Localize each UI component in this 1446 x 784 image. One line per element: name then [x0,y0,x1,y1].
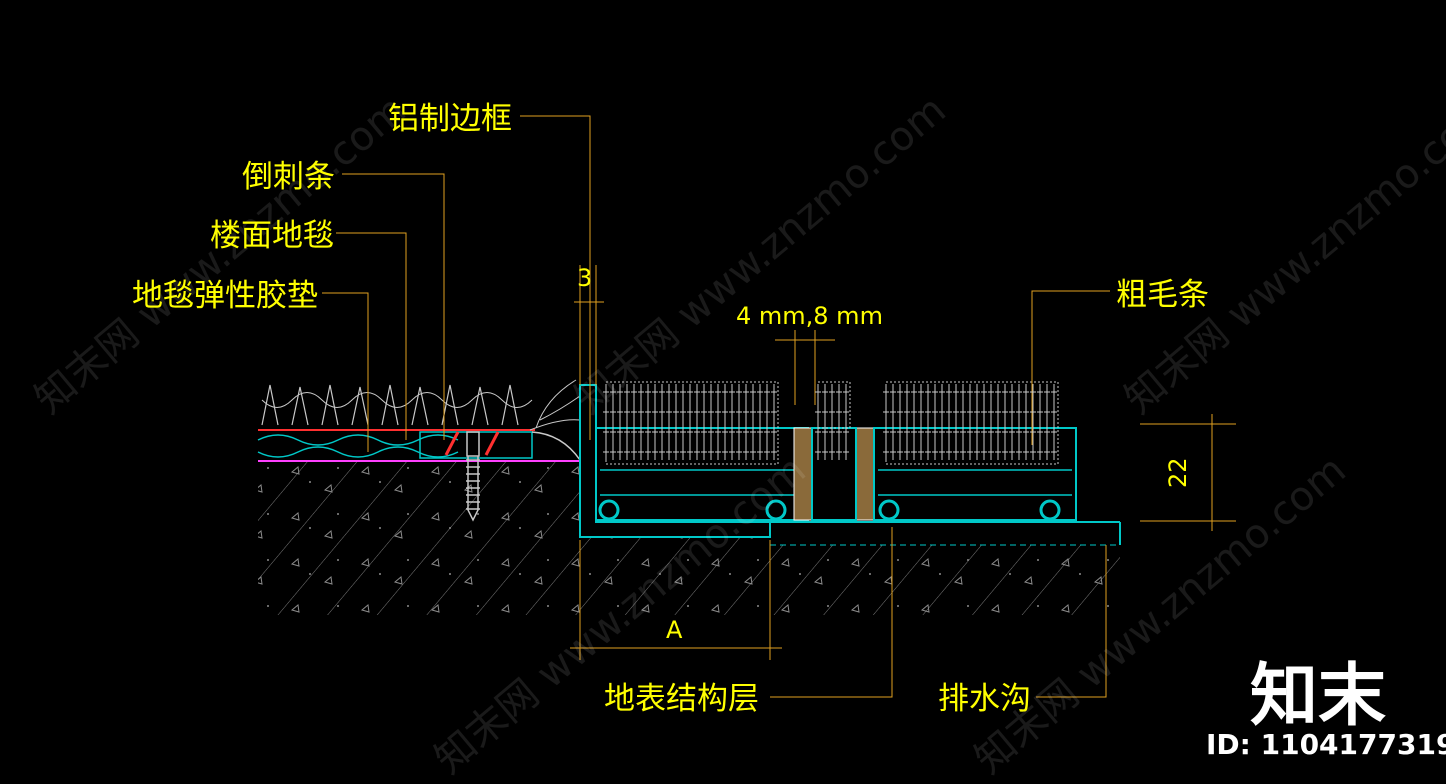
label-barb-strip: 倒刺条 [242,159,335,195]
anchor-screw [466,431,480,522]
bristle-tuft [757,384,763,460]
brand-id: ID: 1104177319 [1206,728,1446,761]
bristle-tuft [764,384,770,460]
bristle-tuft [911,384,917,460]
bristle-tuft [981,384,987,460]
bristle-tuft [988,384,994,460]
bristle-tuft [729,384,735,460]
label-floor-carpet: 楼面地毯 [210,218,334,254]
bristle-tuft [1023,384,1029,460]
bristle-tuft [1051,384,1057,460]
bristle-tuft [843,384,849,460]
bristle-tuft [967,384,973,460]
bristle-module-right [873,381,1077,521]
bristle-tuft [680,384,686,460]
bristle-tuft [624,384,630,460]
concrete-substrate [258,462,1120,615]
bristle-tuft [815,384,821,460]
center-spacer [793,381,875,521]
bristle-tuft [687,384,693,460]
bristle-tuft [736,384,742,460]
bristle-tuft [939,384,945,460]
bristle-tuft [1009,384,1015,460]
bristle-tuft [701,384,707,460]
bristle-tuft [771,384,777,460]
dimension-lines [570,265,1236,660]
bristle-tuft [708,384,714,460]
bristle-tuft [659,384,665,460]
label-aluminum-frame: 铝制边框 [388,101,512,137]
bristle-tuft [617,384,623,460]
bristle-tuft [1002,384,1008,460]
bristle-tuft [603,384,609,460]
bristle-tuft [932,384,938,460]
bristle-tuft [722,384,728,460]
bristle-tuft [904,384,910,460]
bristle-tuft [750,384,756,460]
bristle-tuft [836,384,842,460]
dim-frame-gap: 3 [577,264,593,292]
bristle-tuft [897,384,903,460]
label-carpet-pad: 地毯弹性胶垫 [132,278,318,314]
dim-width-a: A [666,616,683,644]
bristle-tuft [946,384,952,460]
bristle-tuft [890,384,896,460]
bristle-tuft [995,384,1001,460]
bristle-tuft [1044,384,1050,460]
bristle-tuft [666,384,672,460]
label-drainage-ditch: 排水沟 [938,681,1031,717]
bristle-tuft [822,384,828,460]
leader-lines [322,115,1110,698]
bristle-tuft [883,384,889,460]
bristle-tuft [652,384,658,460]
bristle-tuft [645,384,651,460]
bristle-tuft [953,384,959,460]
bristle-tuft [1016,384,1022,460]
dim-height: 22 [1164,457,1192,488]
bristle-module-left [595,381,809,521]
bristle-tuft [960,384,966,460]
brand-logo: 知末 [1250,657,1387,736]
dim-spacing: 4 mm,8 mm [736,302,883,330]
bristle-tuft [974,384,980,460]
bristle-tuft [743,384,749,460]
bristle-tuft [715,384,721,460]
bristle-tuft [1037,384,1043,460]
bristle-tuft [631,384,637,460]
carpet-layers [257,379,581,462]
bristle-tuft [673,384,679,460]
bristle-tuft [610,384,616,460]
bristle-tuft [918,384,924,460]
label-coarse-bristle: 粗毛条 [1116,277,1209,313]
bristle-tuft [638,384,644,460]
bristle-tuft [694,384,700,460]
bristle-tuft [925,384,931,460]
label-ground-structure: 地表结构层 [604,681,759,717]
bristle-tuft [829,384,835,460]
bristle-tuft [1030,384,1036,460]
